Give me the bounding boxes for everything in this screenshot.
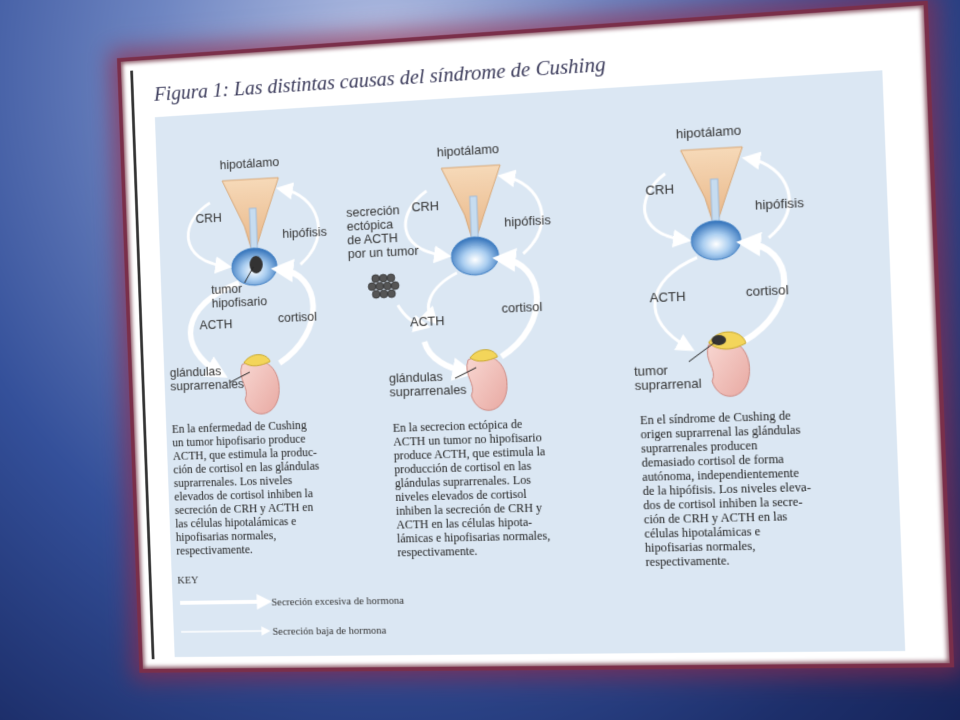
label-hypothalamus: hipotálamo <box>219 155 279 172</box>
caption-1-line: En la enfermedad de Cushing <box>172 418 307 436</box>
label-crh: CRH <box>195 211 222 226</box>
caption-3-line: respectivamente. <box>645 553 730 569</box>
key-excessive-label: Secreción excesiva de hormona <box>271 595 404 609</box>
caption-2-line: En la secrecion ectópica de <box>393 417 523 435</box>
label-cortisol: cortisol <box>278 309 317 325</box>
label-acth: ACTH <box>410 314 445 330</box>
label-ectopic-4: por un tumor <box>348 244 419 262</box>
panel-3: hipotálamo CRH hipófisis ACTH cortisol t… <box>625 120 818 570</box>
caption-1-line: elevados de cortisol inhiben la <box>174 486 314 503</box>
pituitary-stalk <box>249 208 257 249</box>
label-adrenal-2: suprarrenales <box>389 383 467 400</box>
diagram-svg: hipotálamo CRH hipófisis tumor hipofisar… <box>155 70 905 657</box>
adrenal-cap <box>708 331 746 349</box>
label-acth: ACTH <box>649 289 686 305</box>
label-adrenal-1: glándulas <box>389 370 443 386</box>
caption-1-line: respectivamente. <box>176 542 253 557</box>
key-low-arrow <box>181 631 267 632</box>
caption-3-line: En el síndrome de Cushing de <box>640 408 791 427</box>
caption-2-line: ACTH un tumor no hipofisario <box>393 430 542 449</box>
caption-1-line: un tumor hipofisario produce <box>172 431 306 449</box>
caption-2: En la secrecion ectópica de ACTH un tumo… <box>393 417 551 560</box>
caption-3-line: ción de CRH y ACTH en las <box>644 509 788 527</box>
caption-3-line: hipofisarias normales, <box>645 538 756 555</box>
pituitary-gland <box>231 247 277 286</box>
key-heading: KEY <box>177 574 199 586</box>
caption-2-line: lámicas e hipofisarias normales, <box>397 528 551 545</box>
label-tumor-1: tumor <box>634 363 668 379</box>
label-acth: ACTH <box>199 317 232 332</box>
caption-3-line: origen suprarrenal las glándulas <box>640 422 801 441</box>
caption-3: En el síndrome de Cushing de origen supr… <box>640 408 811 569</box>
key: KEY Secreción excesiva de hormona Secrec… <box>177 571 405 639</box>
caption-1: En la enfermedad de Cushing un tumor hip… <box>172 418 320 558</box>
label-tumor-2: suprarrenal <box>634 376 701 393</box>
adrenal-cap <box>470 349 498 361</box>
panel-2: hipotálamo CRH hipófisis secreción ectóp… <box>344 139 564 560</box>
pituitary-stalk <box>711 179 720 222</box>
caption-1-line: las células hipotalámicas e <box>175 514 296 531</box>
ectopic-tumor-cells <box>368 274 400 299</box>
diagram-panel: hipotálamo CRH hipófisis tumor hipofisar… <box>155 70 905 657</box>
caption-3-line: demasiado cortisol de forma <box>641 451 785 470</box>
caption-3-line: de la hipófisis. Los niveles eleva- <box>642 479 811 498</box>
pituitary-acth-arrow <box>427 273 458 320</box>
caption-1-line: ción de cortisol en las glándulas <box>173 458 320 476</box>
label-cortisol: cortisol <box>746 283 789 300</box>
figure-page: Figura 1: Las distintas causas del síndr… <box>130 16 938 659</box>
figure-frame: Figura 1: Las distintas causas del síndr… <box>117 1 954 673</box>
label-crh: CRH <box>411 199 439 215</box>
caption-3-line: autónoma, independientemente <box>642 465 799 484</box>
pituitary-tumor <box>249 255 264 274</box>
adrenal-gland <box>466 355 508 411</box>
caption-2-line: glándulas suprarrenales. Los <box>395 472 532 490</box>
caption-2-line: inhiben la secreción de CRH y <box>396 500 543 518</box>
label-cortisol: cortisol <box>501 300 542 316</box>
label-tumor-2: hipofisario <box>211 294 267 310</box>
label-pituitary: hipófisis <box>282 225 327 241</box>
hypothalamus-shape <box>441 165 502 238</box>
label-adrenal-2: suprarrenales <box>170 377 244 394</box>
label-ectopic-2: ectópica <box>346 217 394 234</box>
pituitary-gland <box>451 236 500 276</box>
key-low-label: Secreción baja de hormona <box>272 624 386 637</box>
label-ectopic-1: secreción <box>346 203 400 220</box>
pituitary-stalk <box>470 196 478 238</box>
caption-1-line: hipofisarias normales, <box>176 528 277 544</box>
key-excessive-arrow <box>180 602 266 603</box>
adrenal-gland <box>707 339 751 397</box>
acth-arrow <box>424 340 466 373</box>
label-hypothalamus: hipotálamo <box>676 123 742 141</box>
panel-1: hipotálamo CRH hipófisis tumor hipofisar… <box>162 152 339 557</box>
caption-3-line: células hipotalámicas e <box>644 524 760 541</box>
pituitary-gland <box>691 220 742 261</box>
caption-3-line: suprarrenales producen <box>641 438 758 456</box>
caption-2-line: ACTH en las células hipota- <box>396 515 532 532</box>
label-tumor-1: tumor <box>211 282 242 297</box>
label-hypothalamus: hipotálamo <box>437 142 500 160</box>
label-adrenal-1: glándulas <box>170 364 222 380</box>
caption-2-line: niveles elevados de cortisol <box>395 487 528 504</box>
caption-2-line: respectivamente. <box>397 544 478 560</box>
caption-2-line: producción de cortisol en las <box>394 458 532 476</box>
label-pituitary: hipófisis <box>504 213 551 230</box>
label-crh: CRH <box>645 182 674 198</box>
label-pituitary: hipófisis <box>755 196 804 213</box>
adrenal-gland <box>240 360 280 415</box>
caption-2-line: produce ACTH, que estimula la <box>394 444 547 463</box>
caption-1-line: secreción de CRH y ACTH en <box>175 500 314 517</box>
caption-1-line: ACTH, que estimula la produc- <box>173 445 318 463</box>
label-ectopic-3: de ACTH <box>347 231 398 248</box>
caption-3-line: dos de cortisol inhiben la secre- <box>643 494 803 512</box>
caption-1-line: suprarrenales. Los niveles <box>174 473 293 490</box>
